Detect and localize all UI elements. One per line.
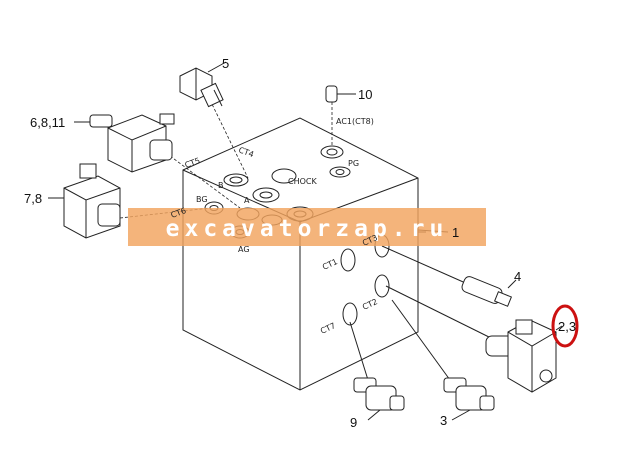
port-label-bg: BG (196, 195, 208, 204)
callout-5: 5 (222, 56, 229, 71)
callout-9: 9 (350, 415, 357, 430)
callout-2-3: 2,3 (558, 319, 576, 334)
port-label-chock: CHOCK (288, 177, 317, 186)
cartridge-component-4 (461, 276, 517, 307)
callout-10: 10 (358, 87, 372, 102)
callout-6-8-11: 6,8,11 (30, 115, 65, 130)
port-label-b: B (218, 181, 224, 190)
callout-1: 1 (452, 225, 459, 240)
callout-4: 4 (514, 269, 521, 284)
cartridge-component-9 (353, 377, 405, 421)
watermark-band: excavatorzap.ru (128, 208, 486, 246)
solenoid-component-2-3 (485, 319, 563, 393)
watermark-text: excavatorzap.ru (166, 216, 449, 242)
callout-7-8: 7,8 (24, 191, 42, 206)
port-label-ag: AG (238, 245, 250, 254)
port-label-a: A (244, 196, 250, 205)
port-label-ac1: AC1(CT8) (336, 117, 374, 126)
plug-component-5 (179, 61, 227, 108)
sensor-component-10 (325, 85, 356, 103)
callout-3: 3 (440, 413, 447, 428)
cartridge-component-3 (443, 377, 495, 421)
port-label-pg: PG (348, 159, 359, 168)
solenoid-component-6-8-11 (74, 113, 175, 173)
solenoid-component-7-8 (48, 163, 121, 239)
highlight-ring (551, 304, 579, 348)
valve-block (182, 117, 419, 391)
